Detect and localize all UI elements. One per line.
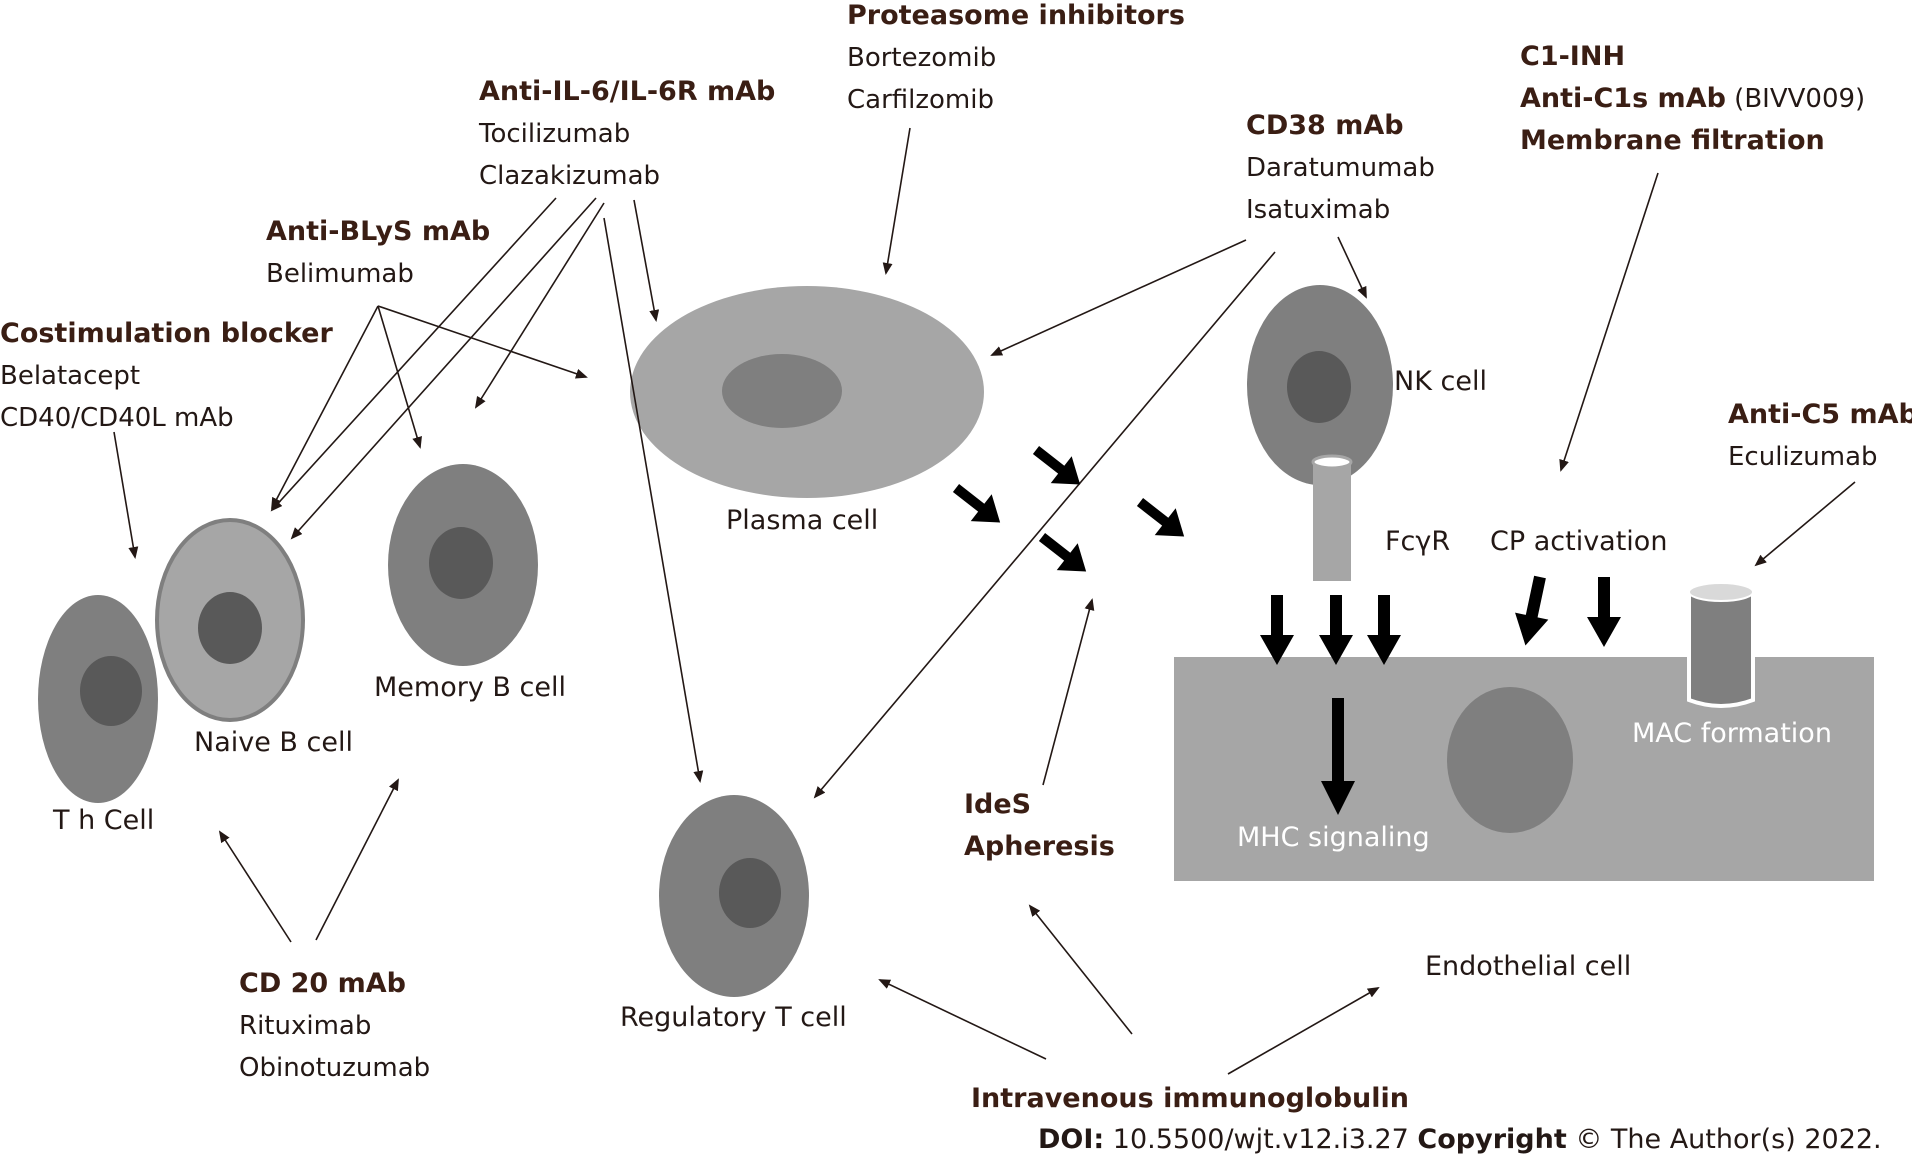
arrow-ivig-to-endothelial xyxy=(1227,987,1380,1075)
ivig-title: Intravenous immunoglobulin xyxy=(971,1083,1409,1114)
endothelial-cell-label: Endothelial cell xyxy=(1425,951,1631,982)
thick-arrow-3 xyxy=(1136,498,1185,537)
fc-receptor-icon xyxy=(1311,454,1353,581)
arrow-c5-to-mac xyxy=(1754,481,1856,567)
thick-arrow-1 xyxy=(952,484,1001,523)
regulatory-t-cell-label: Regulatory T cell xyxy=(620,1002,847,1033)
doi-footer: DOI: 10.5500/wjt.v12.i3.27 Copyright © T… xyxy=(1038,1124,1882,1154)
mac-formation-label: MAC formation xyxy=(1632,718,1832,749)
thick-arrow-2 xyxy=(1032,446,1081,485)
il6-drug-2: Clazakizumab xyxy=(479,161,660,191)
cd38-drug-1: Daratumumab xyxy=(1246,153,1435,183)
naive-b-cell-label: Naive B cell xyxy=(194,727,353,758)
il6-label: Anti-IL-6/IL-6R mAb Tocilizumab Clazakiz… xyxy=(478,76,775,191)
proteasome-drug-2: Carfilzomib xyxy=(847,85,994,115)
arrow-il6-to-treg xyxy=(603,217,704,783)
arrow-costim-to-th xyxy=(113,431,139,559)
il6-title: Anti-IL-6/IL-6R mAb xyxy=(479,76,775,107)
antibody-flow-arrows xyxy=(952,446,1185,572)
cd20-drug-2: Obinotuzumab xyxy=(239,1053,430,1083)
arrow-blys-to-naive-b xyxy=(271,305,379,510)
arrow-il6-to-plasma xyxy=(633,199,660,322)
complement-line-1: C1-INH xyxy=(1520,41,1625,72)
arrow-blys-to-memory-b xyxy=(377,305,422,449)
cd38-title: CD38 mAb xyxy=(1246,110,1404,141)
downward-arrows xyxy=(1260,575,1621,815)
arrow-ivig-to-treg xyxy=(878,979,1047,1060)
arrow-proteasome-to-plasma xyxy=(882,127,911,275)
blys-label: Anti-BLyS mAb Belimumab xyxy=(266,216,490,289)
arrow-cd38-to-nk xyxy=(1337,236,1367,299)
nk-cell xyxy=(1247,285,1393,485)
cp-activation-label: CP activation xyxy=(1490,526,1667,557)
proteasome-title: Proteasome inhibitors xyxy=(847,0,1185,31)
c5-drug-1: Eculizumab xyxy=(1728,442,1878,472)
down-arrow-5 xyxy=(1587,577,1621,647)
costim-title: Costimulation blocker xyxy=(0,318,333,349)
plasma-cell xyxy=(630,286,984,498)
costim-drug-2: CD40/CD40L mAb xyxy=(0,403,234,433)
th-cell-label: T h Cell xyxy=(52,805,154,836)
mac-channel-icon xyxy=(1687,582,1755,708)
nk-cell-label: NK cell xyxy=(1394,366,1487,397)
plasma-cell-label: Plasma cell xyxy=(726,505,878,536)
arrow-cd20-to-th xyxy=(218,830,292,943)
arrow-ides-to-igg xyxy=(1042,598,1095,786)
blys-title: Anti-BLyS mAb xyxy=(266,216,490,247)
proteasome-label: Proteasome inhibitors Bortezomib Carfilz… xyxy=(847,0,1185,115)
complement-line-2: Anti-C1s mAb (BIVV009) xyxy=(1520,83,1865,114)
arrow-cd38-to-plasma xyxy=(990,239,1247,356)
mhc-signaling-label: MHC signaling xyxy=(1237,822,1430,853)
fcyr-label: FcγR xyxy=(1385,526,1450,557)
complement-line-3: Membrane filtration xyxy=(1520,125,1825,156)
down-arrow-1 xyxy=(1260,595,1294,665)
cd38-drug-2: Isatuximab xyxy=(1246,195,1390,225)
ides-label: IdeS Apheresis xyxy=(964,789,1115,862)
blys-drug-1: Belimumab xyxy=(266,259,414,289)
down-arrow-2 xyxy=(1319,595,1353,665)
cd20-title: CD 20 mAb xyxy=(239,968,406,999)
regulatory-t-cell xyxy=(659,795,809,997)
costim-label: Costimulation blocker Belatacept CD40/CD… xyxy=(0,318,333,433)
arrow-il6-to-naive-b xyxy=(270,197,557,512)
arrow-cd20-to-naive-b xyxy=(315,778,399,941)
arrow-il6-to-naive-b-2 xyxy=(290,197,597,540)
mhc-arrow xyxy=(1321,698,1355,815)
endothelial-nucleus xyxy=(1447,687,1573,833)
arrow-ivig-to-ides xyxy=(1028,904,1133,1035)
c5-title: Anti-C5 mAb xyxy=(1728,399,1912,430)
thin-arrows xyxy=(113,127,1856,1075)
memory-b-cell-label: Memory B cell xyxy=(374,672,566,703)
arrow-blys-to-plasma xyxy=(377,305,588,379)
memory-b-cell xyxy=(388,464,538,666)
arrow-il6-to-memory-b xyxy=(474,202,605,409)
c5-label: Anti-C5 mAb Eculizumab xyxy=(1728,399,1912,472)
il6-drug-1: Tocilizumab xyxy=(478,119,630,149)
ides-line-1: IdeS xyxy=(964,789,1031,820)
arrow-complement-to-cp xyxy=(1559,172,1659,472)
cd20-drug-1: Rituximab xyxy=(239,1011,371,1041)
costim-drug-1: Belatacept xyxy=(0,361,140,391)
cd38-label: CD38 mAb Daratumumab Isatuximab xyxy=(1246,110,1435,225)
complement-label: C1-INH Anti-C1s mAb (BIVV009) Membrane f… xyxy=(1520,41,1865,156)
ides-line-2: Apheresis xyxy=(964,831,1115,862)
proteasome-drug-1: Bortezomib xyxy=(847,43,996,73)
thick-arrow-4 xyxy=(1038,533,1087,572)
arrow-cd38-to-treg xyxy=(813,251,1276,799)
th-cell xyxy=(38,595,158,803)
cd20-label: CD 20 mAb Rituximab Obinotuzumab xyxy=(239,968,430,1083)
down-arrow-4 xyxy=(1515,575,1549,646)
naive-b-cell xyxy=(155,518,305,722)
down-arrow-3 xyxy=(1367,595,1401,665)
